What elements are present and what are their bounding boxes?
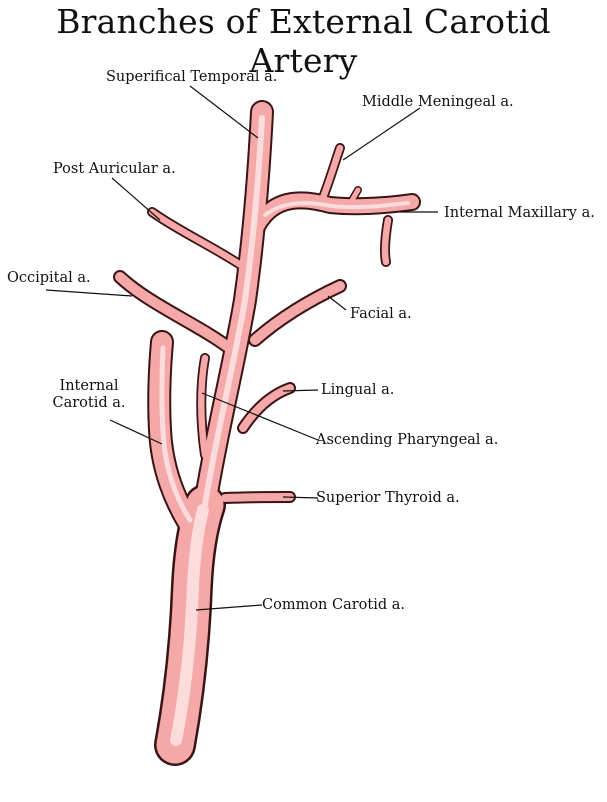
label-common-carotid: Common Carotid a. — [262, 597, 406, 613]
label-occipital: Occipital a. — [7, 270, 91, 286]
leader-lingual — [282, 389, 319, 392]
label-lingual: Lingual a. — [321, 382, 395, 398]
label-internal-carotid: Internal Carotid a. — [49, 378, 129, 412]
leader-post-auricular — [111, 177, 161, 221]
label-internal-carotid-line2: Carotid a. — [52, 395, 126, 411]
leader-facial — [327, 295, 347, 311]
leader-ascending-pharyngeal — [201, 392, 319, 441]
label-superficial-temporal: Superifical Temporal a. — [106, 69, 278, 85]
label-ascending-pharyngeal: Ascending Pharyngeal a. — [316, 432, 499, 448]
label-superior-thyroid: Superior Thyroid a. — [316, 490, 460, 506]
label-internal-carotid-line1: Internal — [59, 378, 119, 394]
diagram-title: Branches of External Carotid Artery — [56, 2, 551, 80]
leader-superior-thyroid — [282, 496, 319, 499]
label-facial: Facial a. — [350, 306, 412, 322]
leader-superficial-temporal — [189, 85, 259, 139]
label-internal-maxillary: Internal Maxillary a. — [444, 205, 595, 221]
leader-internal-carotid — [109, 419, 163, 445]
leader-middle-meningeal — [342, 107, 421, 161]
label-middle-meningeal: Middle Meningeal a. — [362, 94, 514, 110]
leader-common-carotid — [195, 604, 263, 611]
label-post-auricular: Post Auricular a. — [53, 161, 176, 177]
leader-occipital — [45, 289, 133, 297]
